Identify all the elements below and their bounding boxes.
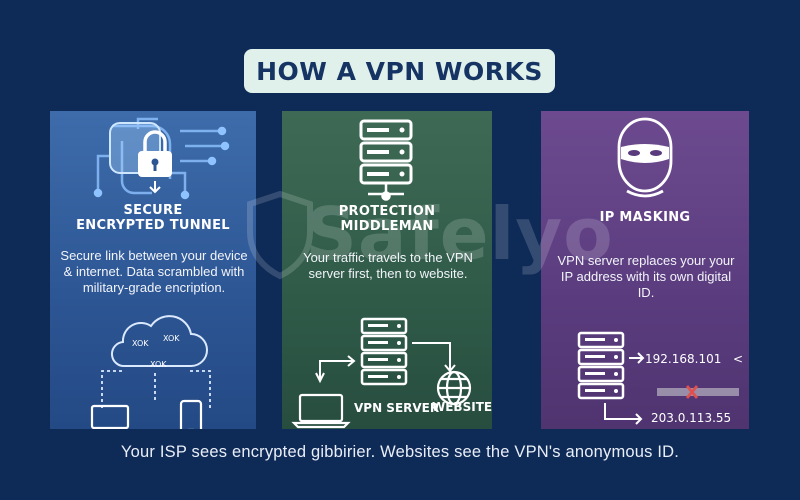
padlock-icon [138,130,172,177]
server-icon [359,119,413,201]
masked-face-icon [617,117,673,198]
ip-mask-illustration [577,331,739,425]
card-ip-masking: IP MASKING VPN server replaces your your… [541,111,749,429]
cloud-network-illustration: XOK XOK XOK [90,315,211,429]
server-icon [360,317,408,386]
card-heading: IP MASKING [599,210,691,225]
cloud-tag: XOK [132,339,149,348]
card-description: Secure link between your device & intern… [60,248,248,295]
globe-icon [436,370,472,406]
card-heading: PROTECTION MIDDLEMAN [338,204,436,234]
card-secure-tunnel: SECURE ENCRYPTED TUNNEL Secure link betw… [50,111,256,429]
footer-caption: Your ISP sees encrypted gibbirier. Websi… [120,443,680,461]
laptop-icon [90,404,130,429]
card-description: Your traffic travels to the VPN server f… [303,250,473,281]
vpn-server-label: VPN SERVER [354,401,440,415]
original-ip: 192.168.101 [645,352,722,366]
website-label: WEBSITE [432,400,492,414]
cloud-tag: XOK [150,360,167,369]
server-icon [577,331,625,400]
laptop-icon [291,393,351,429]
title-banner: HOW A VPN WORKS [244,49,555,93]
blocked-x-icon [685,385,699,399]
card-description: VPN server replaces your your IP address… [557,253,735,300]
circuit-padlock-icon [93,117,230,200]
masked-ip: 203.0.113.55 [651,411,732,425]
card-protection-middleman: PROTECTION MIDDLEMAN Your traffic travel… [282,111,492,429]
phone-icon [179,399,203,429]
middleman-flow-illustration [291,317,472,429]
original-ip-suffix: < [733,352,744,366]
cloud-tag: XOK [163,334,180,343]
page-title: HOW A VPN WORKS [256,56,543,86]
card-heading: SECURE ENCRYPTED TUNNEL [76,203,230,233]
cloud-icon [111,315,208,368]
